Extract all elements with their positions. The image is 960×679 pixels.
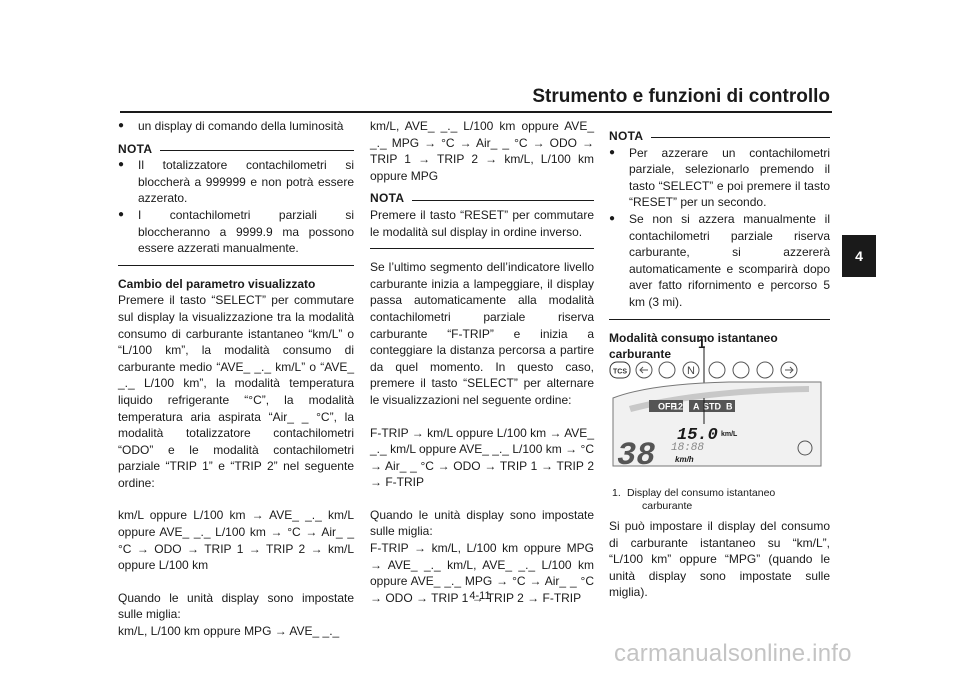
paragraph: Se l’ultimo segmento dell’indicatore liv… [370, 260, 594, 407]
column-2: km/L, AVE_ _._ L/100 km oppure AVE_ _._ … [370, 118, 594, 606]
column-3: NOTA ● Per azzerare un contachilometri p… [609, 118, 830, 363]
paragraph: km/L, L/100 km oppure MPG → AVE_ _._ [118, 624, 340, 639]
header-rule [120, 111, 832, 113]
nota-bullet: ● Per azzerare un contachilometri parzia… [609, 145, 830, 210]
bullet-item: ● un display di comando della luminosità [118, 119, 344, 133]
speed-reading: 38 [617, 437, 655, 472]
page-header-title: Strumento e funzioni di controllo [532, 86, 830, 107]
paragraph: Premere il tasto “SELECT” per commutare … [118, 293, 354, 490]
paragraph: Quando le unità display sono impostate s… [370, 507, 594, 539]
tcs-indicator-icon [609, 361, 631, 379]
svg-text:A: A [693, 402, 700, 412]
nota-bullet: ● Se non si azzera manualmente il contac… [609, 211, 830, 309]
fuel-level-icon [797, 440, 813, 456]
svg-text:STD: STD [703, 402, 722, 412]
svg-text:2: 2 [678, 402, 683, 412]
consumption-unit: km/L [721, 431, 738, 438]
svg-text:B: B [726, 402, 733, 412]
paragraph: Quando le unità display sono impostate s… [118, 590, 354, 622]
turn-right-icon [780, 361, 798, 379]
bullet-icon: ● [609, 146, 616, 158]
mode-indicator [649, 400, 683, 412]
page-number: 4-11 [469, 590, 491, 602]
nota-heading: NOTA [370, 190, 594, 207]
consumption-reading: 15.0 [677, 426, 718, 445]
nota-end-rule [609, 318, 830, 320]
instrument-display-figure: TCS N OFF 1 2 A STD B 15.0 km/L 38 18:88… [609, 346, 822, 472]
drive-mode-indicator [689, 400, 735, 412]
callout-number: 1 [698, 336, 706, 351]
tcs-label: TCS [613, 369, 627, 376]
figure-caption: 1.Display del consumo istantaneo carbura… [612, 487, 776, 512]
nota-bullet: ● I contachilometri parziali si bloccher… [118, 207, 354, 256]
speed-unit: km/h [675, 455, 694, 464]
svg-text:1: 1 [673, 402, 678, 412]
bullet-icon: ● [609, 212, 616, 224]
paragraph: F-TRIP → km/L oppure L/100 km → AVE_ _._… [370, 425, 594, 490]
neutral-indicator-icon [682, 361, 700, 379]
bullet-icon: ● [118, 159, 125, 171]
bullet-icon: ● [118, 120, 125, 131]
nota-heading: NOTA [609, 128, 830, 145]
nota-text: Premere il tasto “RESET” per commutare l… [370, 207, 594, 239]
bullet-icon: ● [118, 208, 125, 220]
oil-warning-icon [708, 361, 726, 379]
paragraph: km/L, AVE_ _._ L/100 km oppure AVE_ _._ … [370, 119, 594, 183]
paragraph: Si può impostare il display del consumo … [609, 519, 830, 600]
paragraph: km/L oppure L/100 km → AVE_ _._ km/L opp… [118, 508, 354, 573]
turn-left-icon [635, 361, 653, 379]
coolant-warning-icon [732, 361, 750, 379]
column-1: ● un display di comando della luminosità… [118, 118, 354, 640]
nota-end-rule [118, 264, 354, 266]
nota-heading: NOTA [118, 141, 354, 158]
svg-text:OFF: OFF [658, 402, 676, 412]
clock-reading: 18:88 [671, 442, 704, 454]
high-beam-icon [658, 361, 676, 379]
engine-warning-icon [756, 361, 774, 379]
chapter-tab: 4 [842, 235, 876, 277]
paragraph: F-TRIP → km/L, L/100 km oppure MPG → AVE… [370, 541, 594, 605]
nota-bullet: ● Il totalizzatore contachilometri si bl… [118, 158, 354, 206]
section-heading: Cambio del parametro visualizzato [118, 276, 316, 291]
section-heading: Modalità consumo istantaneo carburante [609, 330, 778, 362]
watermark: carmanualsonline.info [614, 640, 852, 667]
neutral-label: N [687, 365, 695, 377]
nota-end-rule [370, 248, 594, 250]
